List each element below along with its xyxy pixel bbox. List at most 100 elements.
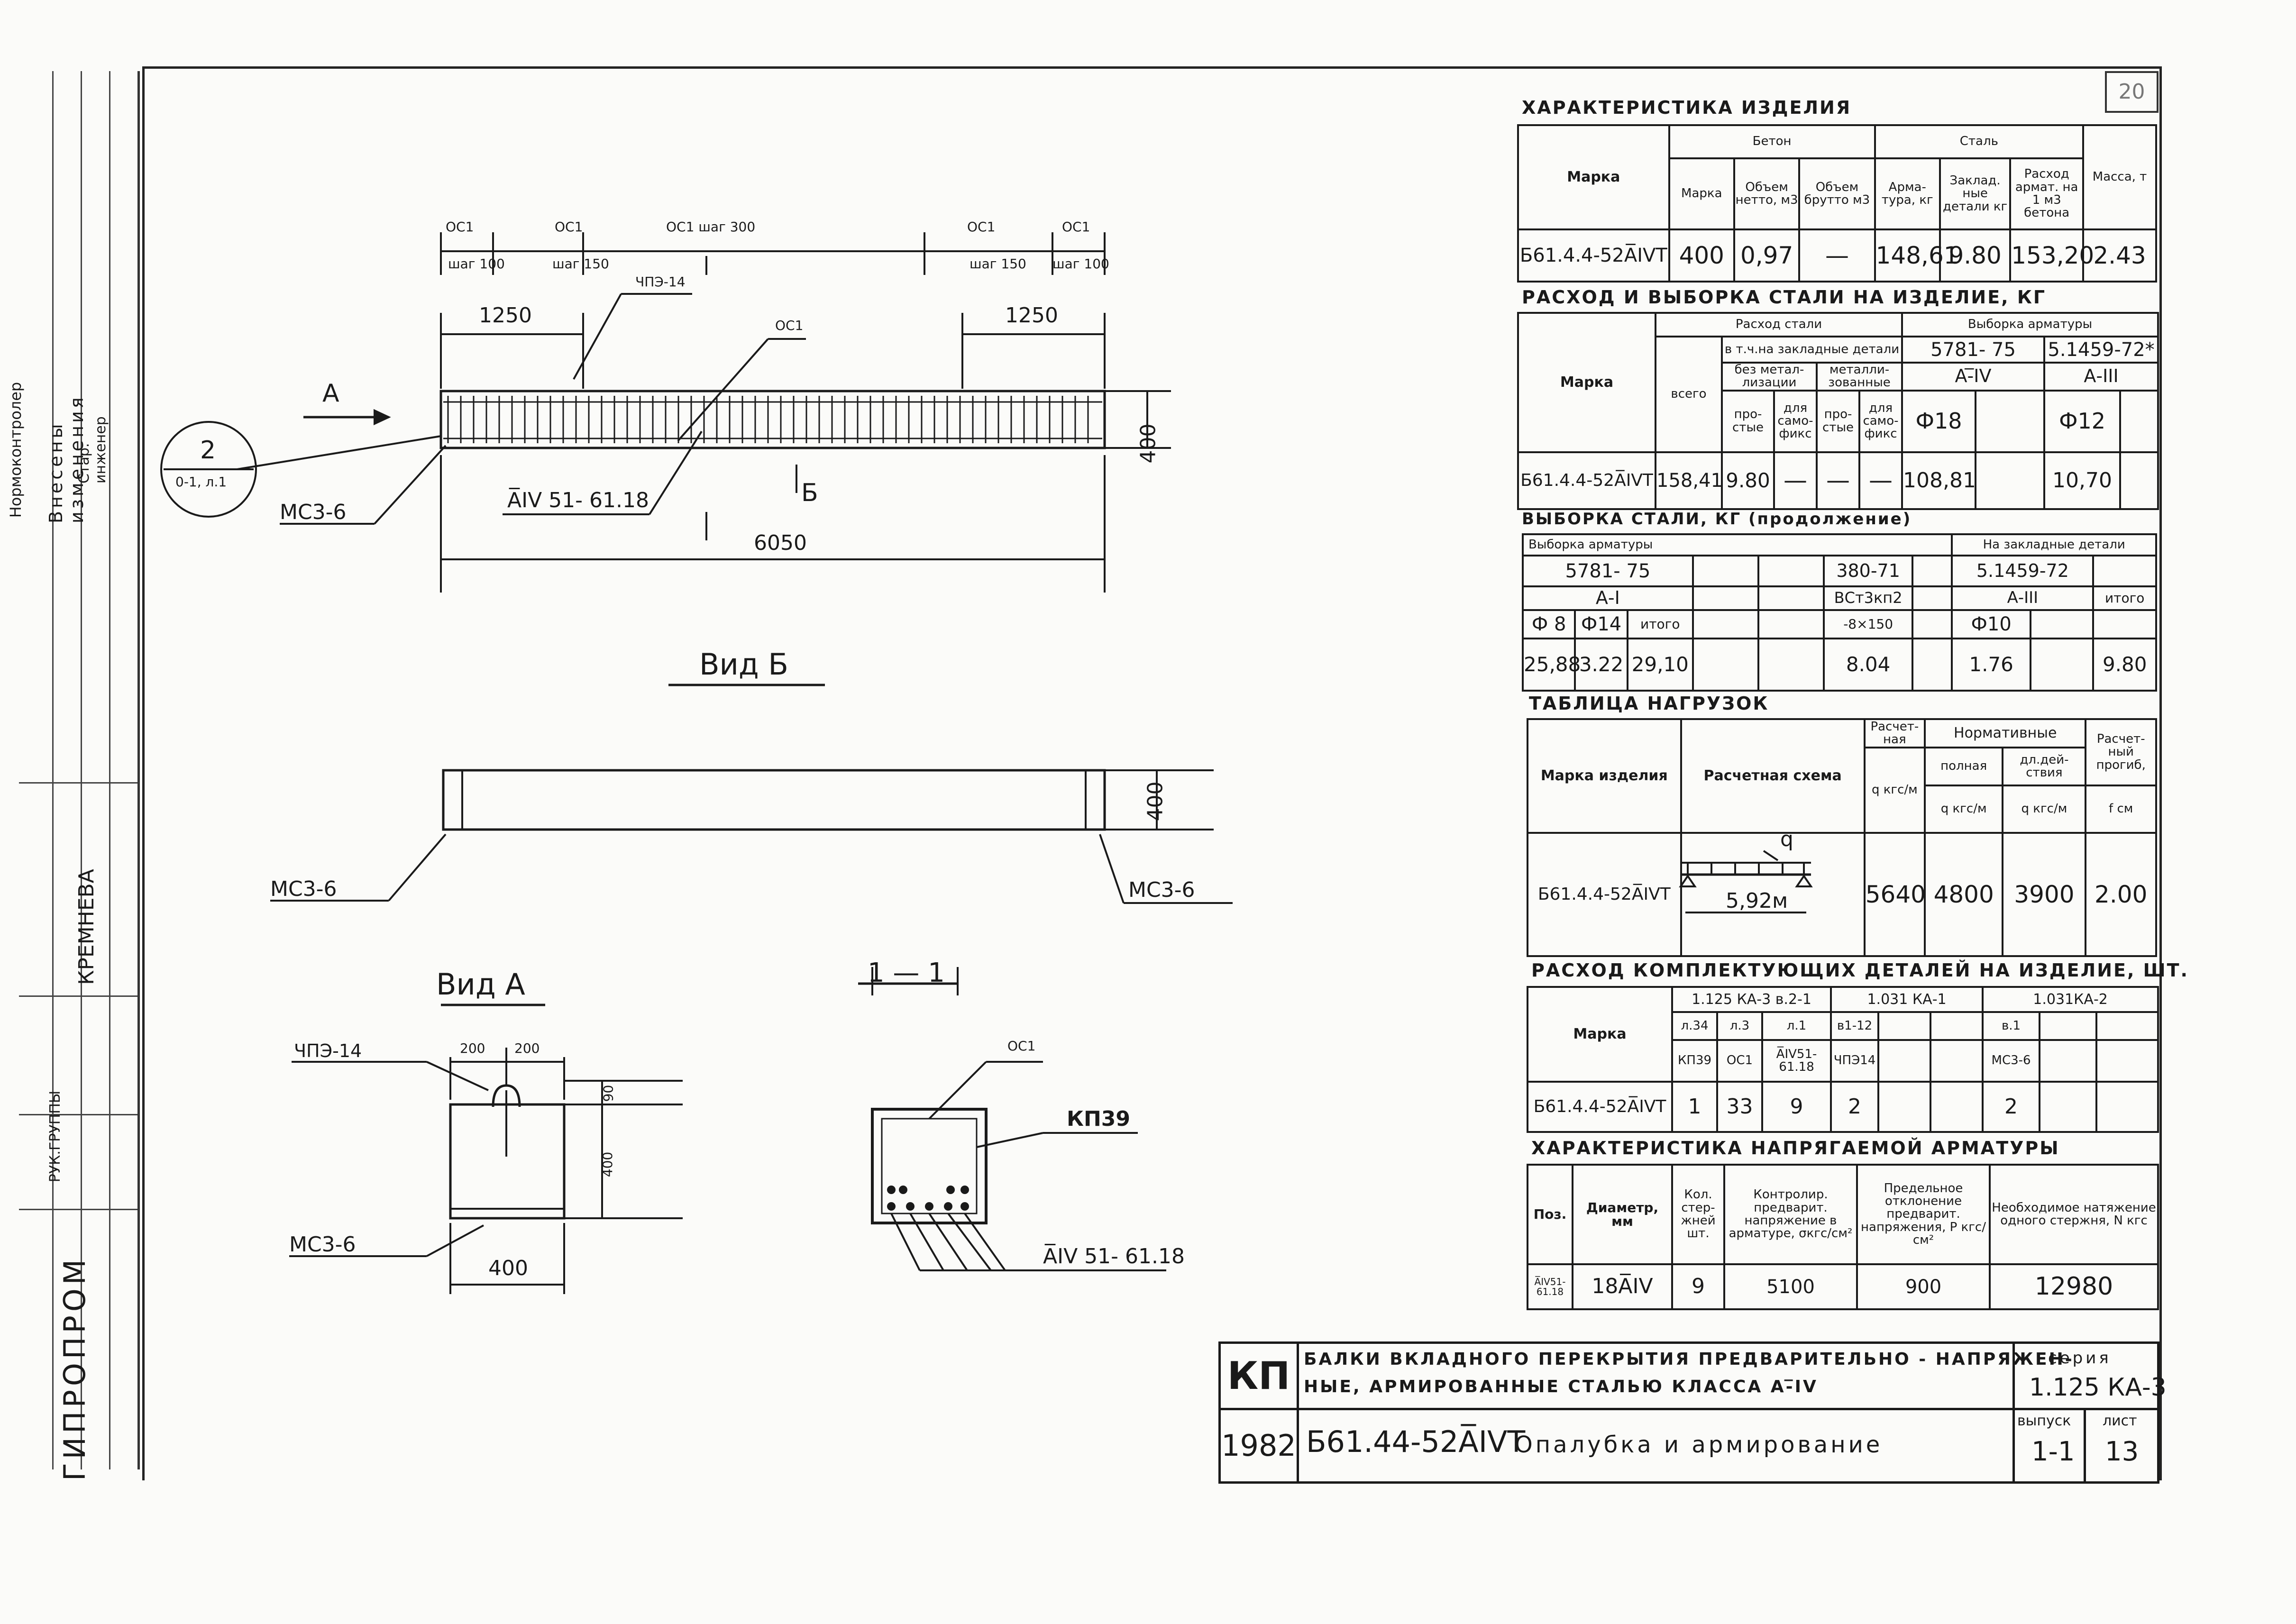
ct-h-volnet: Объем нетто, м3	[1733, 157, 1801, 230]
stamp-mark: Б61.44-52А̅IVТ	[1306, 1424, 1526, 1459]
view-a-top: 90	[600, 1085, 616, 1102]
lt-h-norm: Нормативные	[1923, 718, 2087, 748]
lt-q: 5640	[1863, 832, 1926, 957]
pr-h-kol: Кол. стер-жней шт.	[1671, 1164, 1725, 1265]
side-strip: Нормоконтролер Внесены изменения Стар. и…	[7, 71, 140, 1481]
dim-os1-c: ОС1 шаг 300	[666, 219, 756, 235]
stamp-list: 13	[2105, 1436, 2139, 1467]
cc-h-d8: Ф 8	[1521, 609, 1576, 639]
cc-v3: 29,10	[1626, 638, 1694, 692]
dim-os1-b: ОС1	[555, 219, 583, 235]
st-samo2: —	[1858, 451, 1903, 510]
st-h-cls1: А-̅IV	[1901, 362, 2046, 392]
char-table-title: ХАРАКТЕРИСТИКА ИЗДЕЛИЯ	[1522, 97, 1852, 118]
drawing-frame	[142, 66, 2162, 1480]
lt-scheme	[1680, 832, 1866, 957]
cc-h-zakl: На закладные детали	[1951, 533, 2157, 557]
st-h-samo2: для само-фикс	[1858, 389, 1903, 453]
ct-zakl: 9.80	[1939, 228, 2012, 283]
step-4: шаг 100	[1052, 256, 1109, 272]
ct-h-massa: Масса, т	[2082, 124, 2157, 230]
ct-volgross: —	[1798, 228, 1876, 283]
st-h-rashod: Расход стали	[1654, 312, 1903, 338]
pr-neobh: 12980	[1989, 1263, 2159, 1310]
pt-h-v3: в.1	[1982, 1011, 2041, 1041]
cc-h-5: 5.1459-72	[1951, 555, 2095, 587]
st-empty1	[1975, 451, 2046, 510]
cc-h-a3: А-III	[1951, 585, 2095, 611]
view-a-height: 400	[600, 1151, 616, 1177]
stamp-year: 1982	[1221, 1410, 1299, 1481]
ct-h-marka2: Марка	[1668, 157, 1735, 230]
stamp-seria: 1.125 КА-3	[2029, 1373, 2167, 1402]
view-a-chp: ЧПЭ-14	[294, 1040, 362, 1061]
section-1-1-title: 1 — 1	[868, 958, 945, 988]
arrow-a-label: А	[322, 379, 339, 408]
st-d18: 108,81	[1901, 451, 1977, 510]
cc-v6: 8.04	[1822, 638, 1914, 692]
label-rebar: А̅IV 51- 61.18	[507, 488, 649, 512]
st-h-met: металли-зованные	[1815, 362, 1903, 392]
cc-h-itogo2: итого	[1626, 609, 1694, 639]
lt-mark: Б61.4.4-52А̅IVТ	[1527, 832, 1682, 957]
st-h-prost2: про-стые	[1816, 389, 1860, 453]
pt-mark: Б61.4.4-52А̅IVТ	[1527, 1081, 1673, 1133]
ct-h-arm: Арма-тура, кг	[1874, 157, 1941, 230]
pr-pred: 900	[1856, 1263, 1991, 1310]
cc-h-vyb: Выборка арматуры	[1521, 533, 1953, 557]
st-h-bez: без метал-лизации	[1721, 362, 1818, 392]
pt-h-s1: 1.125 КА-3 в.2-1	[1671, 986, 1832, 1013]
pr-diam: 18А̅IV	[1572, 1263, 1673, 1310]
pr-h-diam: Диаметр, мм	[1572, 1164, 1673, 1265]
pr-pos: А̅IV51-61.18	[1527, 1263, 1573, 1310]
label-mse6: МС3-6	[280, 500, 347, 524]
st-h-gost1: 5781- 75	[1901, 336, 2046, 364]
step-3: шаг 150	[970, 256, 1026, 272]
callout-top: 2	[200, 436, 216, 465]
stamp-title-1: БАЛКИ ВКЛАДНОГО ПЕРЕКРЫТИЯ ПРЕДВАРИТЕЛЬН…	[1304, 1350, 2074, 1369]
section-os1: ОС1	[1007, 1038, 1036, 1054]
pr-h-neobh: Необходимое натяжение одного стержня, N …	[1989, 1164, 2159, 1265]
st-h-d18: Ф18	[1901, 389, 1977, 453]
st-prost1: 9.80	[1721, 451, 1775, 510]
st-d12: 10,70	[2043, 451, 2122, 510]
pt-h-l34: л.34	[1671, 1011, 1718, 1041]
pt-h-l1: л.1	[1761, 1011, 1832, 1041]
view-a-mse: МС3-6	[289, 1232, 356, 1257]
view-a-width: 400	[488, 1256, 528, 1280]
dim-height: 400	[1136, 423, 1161, 464]
cc-v10: 9.80	[2092, 638, 2157, 692]
label-os1: ОС1	[775, 318, 804, 333]
pt-h-s3: 1.031КА-2	[1982, 986, 2159, 1013]
view-b-title: Вид Б	[699, 647, 788, 682]
pt-h-rebar: А̅IV51- 61.18	[1761, 1039, 1832, 1083]
cc-v7	[1912, 638, 1953, 692]
lt-h-marka: Марка изделия	[1527, 718, 1682, 834]
pt-e1	[1877, 1081, 1932, 1133]
st-h-prost1: про-стые	[1721, 389, 1775, 453]
section-1-1	[871, 1108, 988, 1224]
stamp-vyp: 1-1	[2031, 1436, 2075, 1467]
beam-elevation	[439, 390, 1106, 449]
pt-e2	[1930, 1081, 1984, 1133]
section-kp39: КП39	[1067, 1107, 1131, 1131]
cc-h-itogo: итого	[2092, 585, 2157, 611]
cont-table-title: ВЫБОРКА СТАЛИ, КГ (продолжение)	[1522, 510, 1912, 529]
cc-h-d10: Ф10	[1951, 609, 2031, 639]
st-mark: Б61.4.4-52А̅IVТ	[1517, 451, 1656, 510]
dim-1250-right: 1250	[1005, 303, 1058, 328]
dim-length: 6050	[754, 531, 807, 555]
cc-v8: 1.76	[1951, 638, 2031, 692]
st-h-vyborka: Выборка арматуры	[1901, 312, 2159, 338]
view-b-height: 400	[1143, 781, 1168, 821]
pr-h-pos: Поз.	[1527, 1164, 1573, 1265]
pr-kontr: 5100	[1723, 1263, 1858, 1310]
steel-table-title: РАСХОД И ВЫБОРКА СТАЛИ НА ИЗДЕЛИЕ, КГ	[1522, 287, 2047, 308]
pt-kp39: 1	[1671, 1081, 1718, 1133]
title-block: КП 1982 БАЛКИ ВКЛАДНОГО ПЕРЕКРЫТИЯ ПРЕДВ…	[1218, 1341, 2167, 1484]
pr-h-pred: Предельное отклонение предварит. напряже…	[1856, 1164, 1991, 1265]
lt-f: 2.00	[2085, 832, 2157, 957]
st-h-marka: Марка	[1517, 312, 1656, 453]
